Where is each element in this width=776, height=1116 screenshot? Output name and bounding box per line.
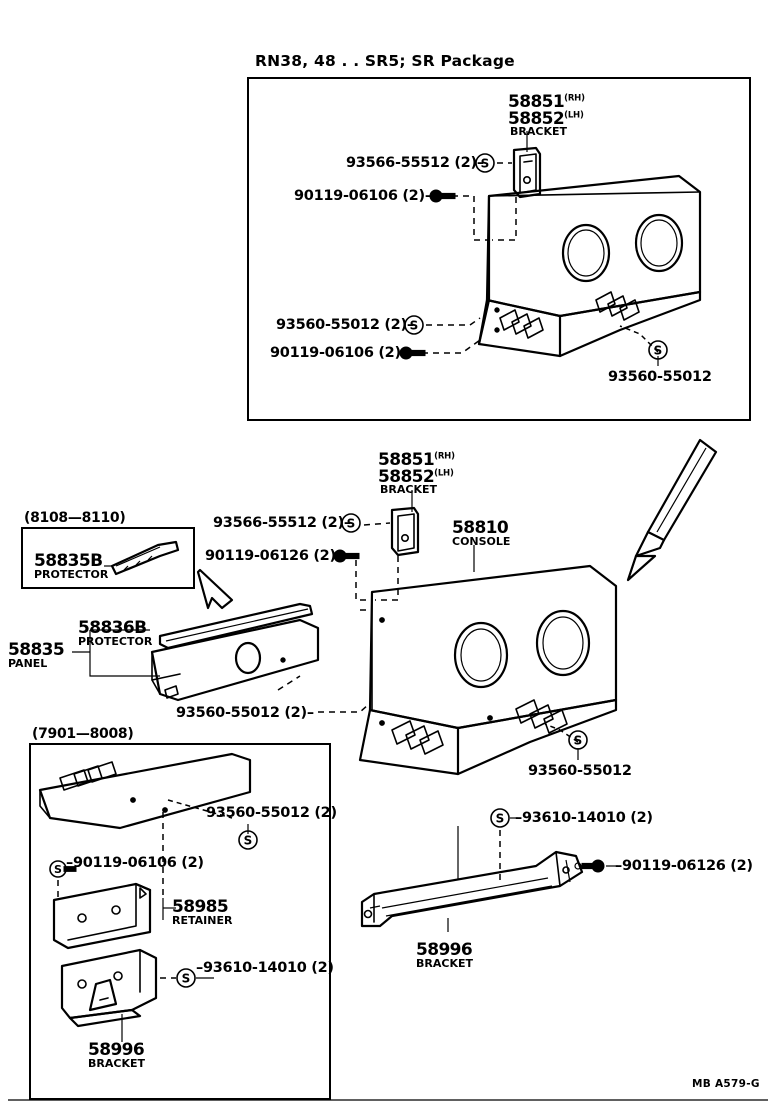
- panel-part-number: 58835: [8, 640, 65, 660]
- panel-part-name: PANEL: [8, 657, 48, 670]
- protector-box-part-number: 58835B: [34, 551, 103, 571]
- console-part-number: 58810: [452, 518, 509, 538]
- svg-text:S: S: [410, 319, 419, 333]
- mid-console-screw-label: 93560-55012: [528, 763, 632, 779]
- top-bracket-lh-label: 58852(LH): [508, 109, 584, 129]
- right-bracket-screw-label: –93610-14010 (2): [515, 810, 653, 826]
- mid-screw-upper-label: 93566-55512 (2)–: [213, 515, 351, 531]
- svg-text:S: S: [244, 834, 253, 848]
- retainer-box-bolt-label: –90119-06106 (2): [66, 855, 204, 871]
- retainer-box-bracket-number: 58996: [88, 1040, 145, 1060]
- top-screw-lower-label: 93560-55012 (2)–: [276, 317, 414, 333]
- mid-bracket-rh-label: 58851(RH): [378, 450, 455, 470]
- retainer-box-panel-screw-label: 93560-55012 (2): [206, 805, 337, 821]
- mid-panel-screw-label: 93560-55012 (2)–: [176, 705, 314, 721]
- retainer-box-date-range: (7901—8008): [32, 726, 134, 742]
- protector-box-part-name: PROTECTOR: [34, 568, 109, 581]
- svg-text:S: S: [496, 812, 505, 826]
- svg-text:S: S: [481, 157, 490, 171]
- svg-text:S: S: [182, 972, 191, 986]
- svg-text:S: S: [347, 517, 356, 531]
- svg-text:S: S: [654, 344, 663, 358]
- top-screw-upper-label: 93566-55512 (2)–: [346, 155, 484, 171]
- top-console-screw-label: 93560-55012: [608, 369, 712, 385]
- retainer-part-name: RETAINER: [172, 914, 233, 927]
- protector-part-number: 58836B: [78, 618, 147, 638]
- protector-box-date-range: (8108—8110): [24, 510, 126, 526]
- retainer-box-bracket-screw-label: –93610-14010 (2): [196, 960, 334, 976]
- top-bolt-lower-label: 90119-06106 (2)–: [270, 345, 408, 361]
- protector-part-name: PROTECTOR: [78, 635, 153, 648]
- diagram-title: RN38, 48 . . SR5; SR Package: [255, 52, 515, 70]
- footer-code: MB A579-G: [692, 1078, 760, 1090]
- console-part-name: CONSOLE: [452, 535, 511, 548]
- top-bolt-upper-label: 90119-06106 (2)–: [294, 188, 432, 204]
- retainer-box-bracket-name: BRACKET: [88, 1057, 145, 1070]
- svg-text:S: S: [54, 863, 62, 876]
- mid-bolt-upper-label: 90119-06126 (2)–: [205, 548, 343, 564]
- right-bracket-number: 58996: [416, 940, 473, 960]
- retainer-part-number: 58985: [172, 897, 229, 917]
- top-bracket-rh-label: 58851(RH): [508, 92, 585, 112]
- right-bracket-name: BRACKET: [416, 957, 473, 970]
- mid-bracket-name: BRACKET: [380, 483, 437, 496]
- svg-text:S: S: [574, 734, 583, 748]
- mid-bracket-lh-label: 58852(LH): [378, 467, 454, 487]
- right-bracket-bolt-label: –90119-06126 (2): [615, 858, 753, 874]
- top-bracket-name: BRACKET: [510, 125, 567, 138]
